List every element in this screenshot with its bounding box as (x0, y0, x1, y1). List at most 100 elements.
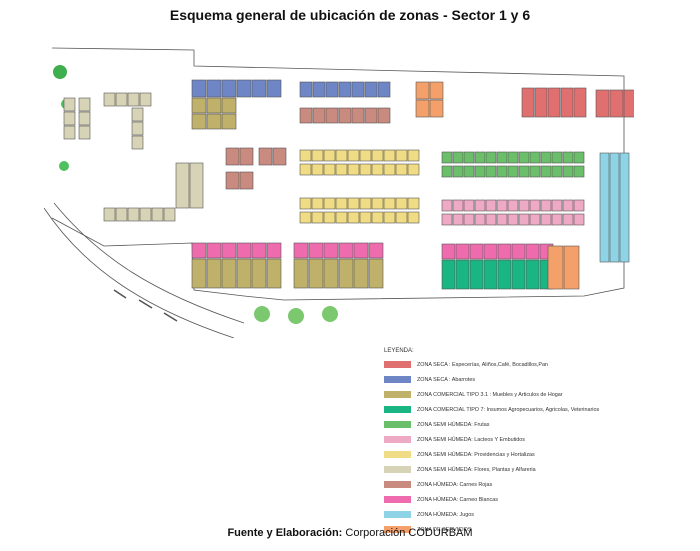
stall (115, 92, 128, 107)
stall (359, 197, 372, 210)
stall (518, 165, 530, 178)
stall (463, 151, 475, 164)
stall (441, 165, 453, 178)
stall (395, 163, 408, 176)
stall (221, 79, 237, 98)
stall (573, 213, 585, 226)
stall (507, 165, 519, 178)
stall (312, 107, 326, 124)
stall (131, 107, 144, 122)
legend-item: ZONA HÚMEDA: Carnes Rojas (384, 479, 616, 490)
stall (371, 149, 384, 162)
stall (175, 162, 190, 209)
stall (127, 92, 140, 107)
legend: LEYENDA: ZONA SECA : Especerías, Aliños,… (384, 348, 616, 539)
stall (469, 243, 484, 260)
stall (63, 97, 76, 112)
stall (463, 165, 475, 178)
stall (347, 197, 360, 210)
stall (221, 258, 237, 289)
stall (351, 107, 365, 124)
stall (383, 149, 396, 162)
legend-label: ZONA SECA : Especerías, Aliños,Café, Boc… (417, 361, 548, 368)
stall (407, 149, 420, 162)
legend-label: ZONA COMERCIAL TIPO 7: Insumos Agropecua… (417, 406, 600, 413)
stall (529, 151, 541, 164)
stall (540, 165, 552, 178)
stall (551, 151, 563, 164)
stall (455, 259, 470, 290)
stall (455, 243, 470, 260)
stall (371, 211, 384, 224)
stall (299, 211, 312, 224)
legend-item: ZONA COMERCIAL TIPO 7: Insumos Agropecua… (384, 404, 616, 415)
stall (452, 165, 464, 178)
stall (78, 111, 91, 126)
stall (335, 197, 348, 210)
stall (507, 213, 519, 226)
stall (299, 107, 313, 124)
stall (562, 151, 574, 164)
stall (323, 197, 336, 210)
stall (562, 165, 574, 178)
legend-swatch (384, 421, 411, 429)
floor-plan (44, 47, 634, 338)
stall (507, 199, 519, 212)
stall (573, 199, 585, 212)
stall (463, 199, 475, 212)
stall (383, 197, 396, 210)
stall (206, 242, 222, 259)
legend-label: ZONA SEMI HÚMEDA: Frutas (417, 421, 490, 428)
stall (407, 197, 420, 210)
stall (474, 165, 486, 178)
stall (415, 99, 430, 118)
stall (338, 107, 352, 124)
stall (529, 199, 541, 212)
stall (407, 163, 420, 176)
stall (311, 197, 324, 210)
stall (353, 258, 369, 289)
source-label: Fuente y Elaboración: (227, 527, 343, 539)
stall (415, 81, 430, 100)
stall (474, 199, 486, 212)
stall (395, 197, 408, 210)
stall (364, 81, 378, 98)
road-curve-inner (53, 202, 245, 324)
legend-swatch (384, 361, 411, 369)
stall (131, 135, 144, 150)
stall (293, 242, 309, 259)
stall (452, 199, 464, 212)
stall (139, 207, 152, 222)
stall (562, 199, 574, 212)
stall (485, 165, 497, 178)
legend-item: ZONA SEMI HÚMEDA: Frutas (384, 419, 616, 430)
legend-item: ZONA HÚMEDA: Carneo Blancas (384, 494, 616, 505)
stall (266, 258, 282, 289)
legend-item: ZONA COMERCIAL TIPO 3.1 : Muebles y Arti… (384, 389, 616, 400)
stall (441, 243, 456, 260)
stall (609, 152, 620, 263)
stall (595, 89, 610, 118)
stall (338, 242, 354, 259)
stall (529, 165, 541, 178)
stall (518, 199, 530, 212)
stall (323, 242, 339, 259)
stall (206, 258, 222, 289)
stall (63, 111, 76, 126)
stall (323, 211, 336, 224)
stall (525, 243, 540, 260)
stall (551, 213, 563, 226)
stall (236, 258, 252, 289)
stall (323, 149, 336, 162)
stall (221, 242, 237, 259)
stall (236, 242, 252, 259)
stall (338, 258, 354, 289)
road-dashes (113, 289, 178, 322)
stall (485, 151, 497, 164)
stall (547, 87, 561, 118)
legend-swatch (384, 406, 411, 414)
stall (364, 107, 378, 124)
stall (371, 197, 384, 210)
stall (368, 242, 384, 259)
stall (619, 152, 630, 263)
